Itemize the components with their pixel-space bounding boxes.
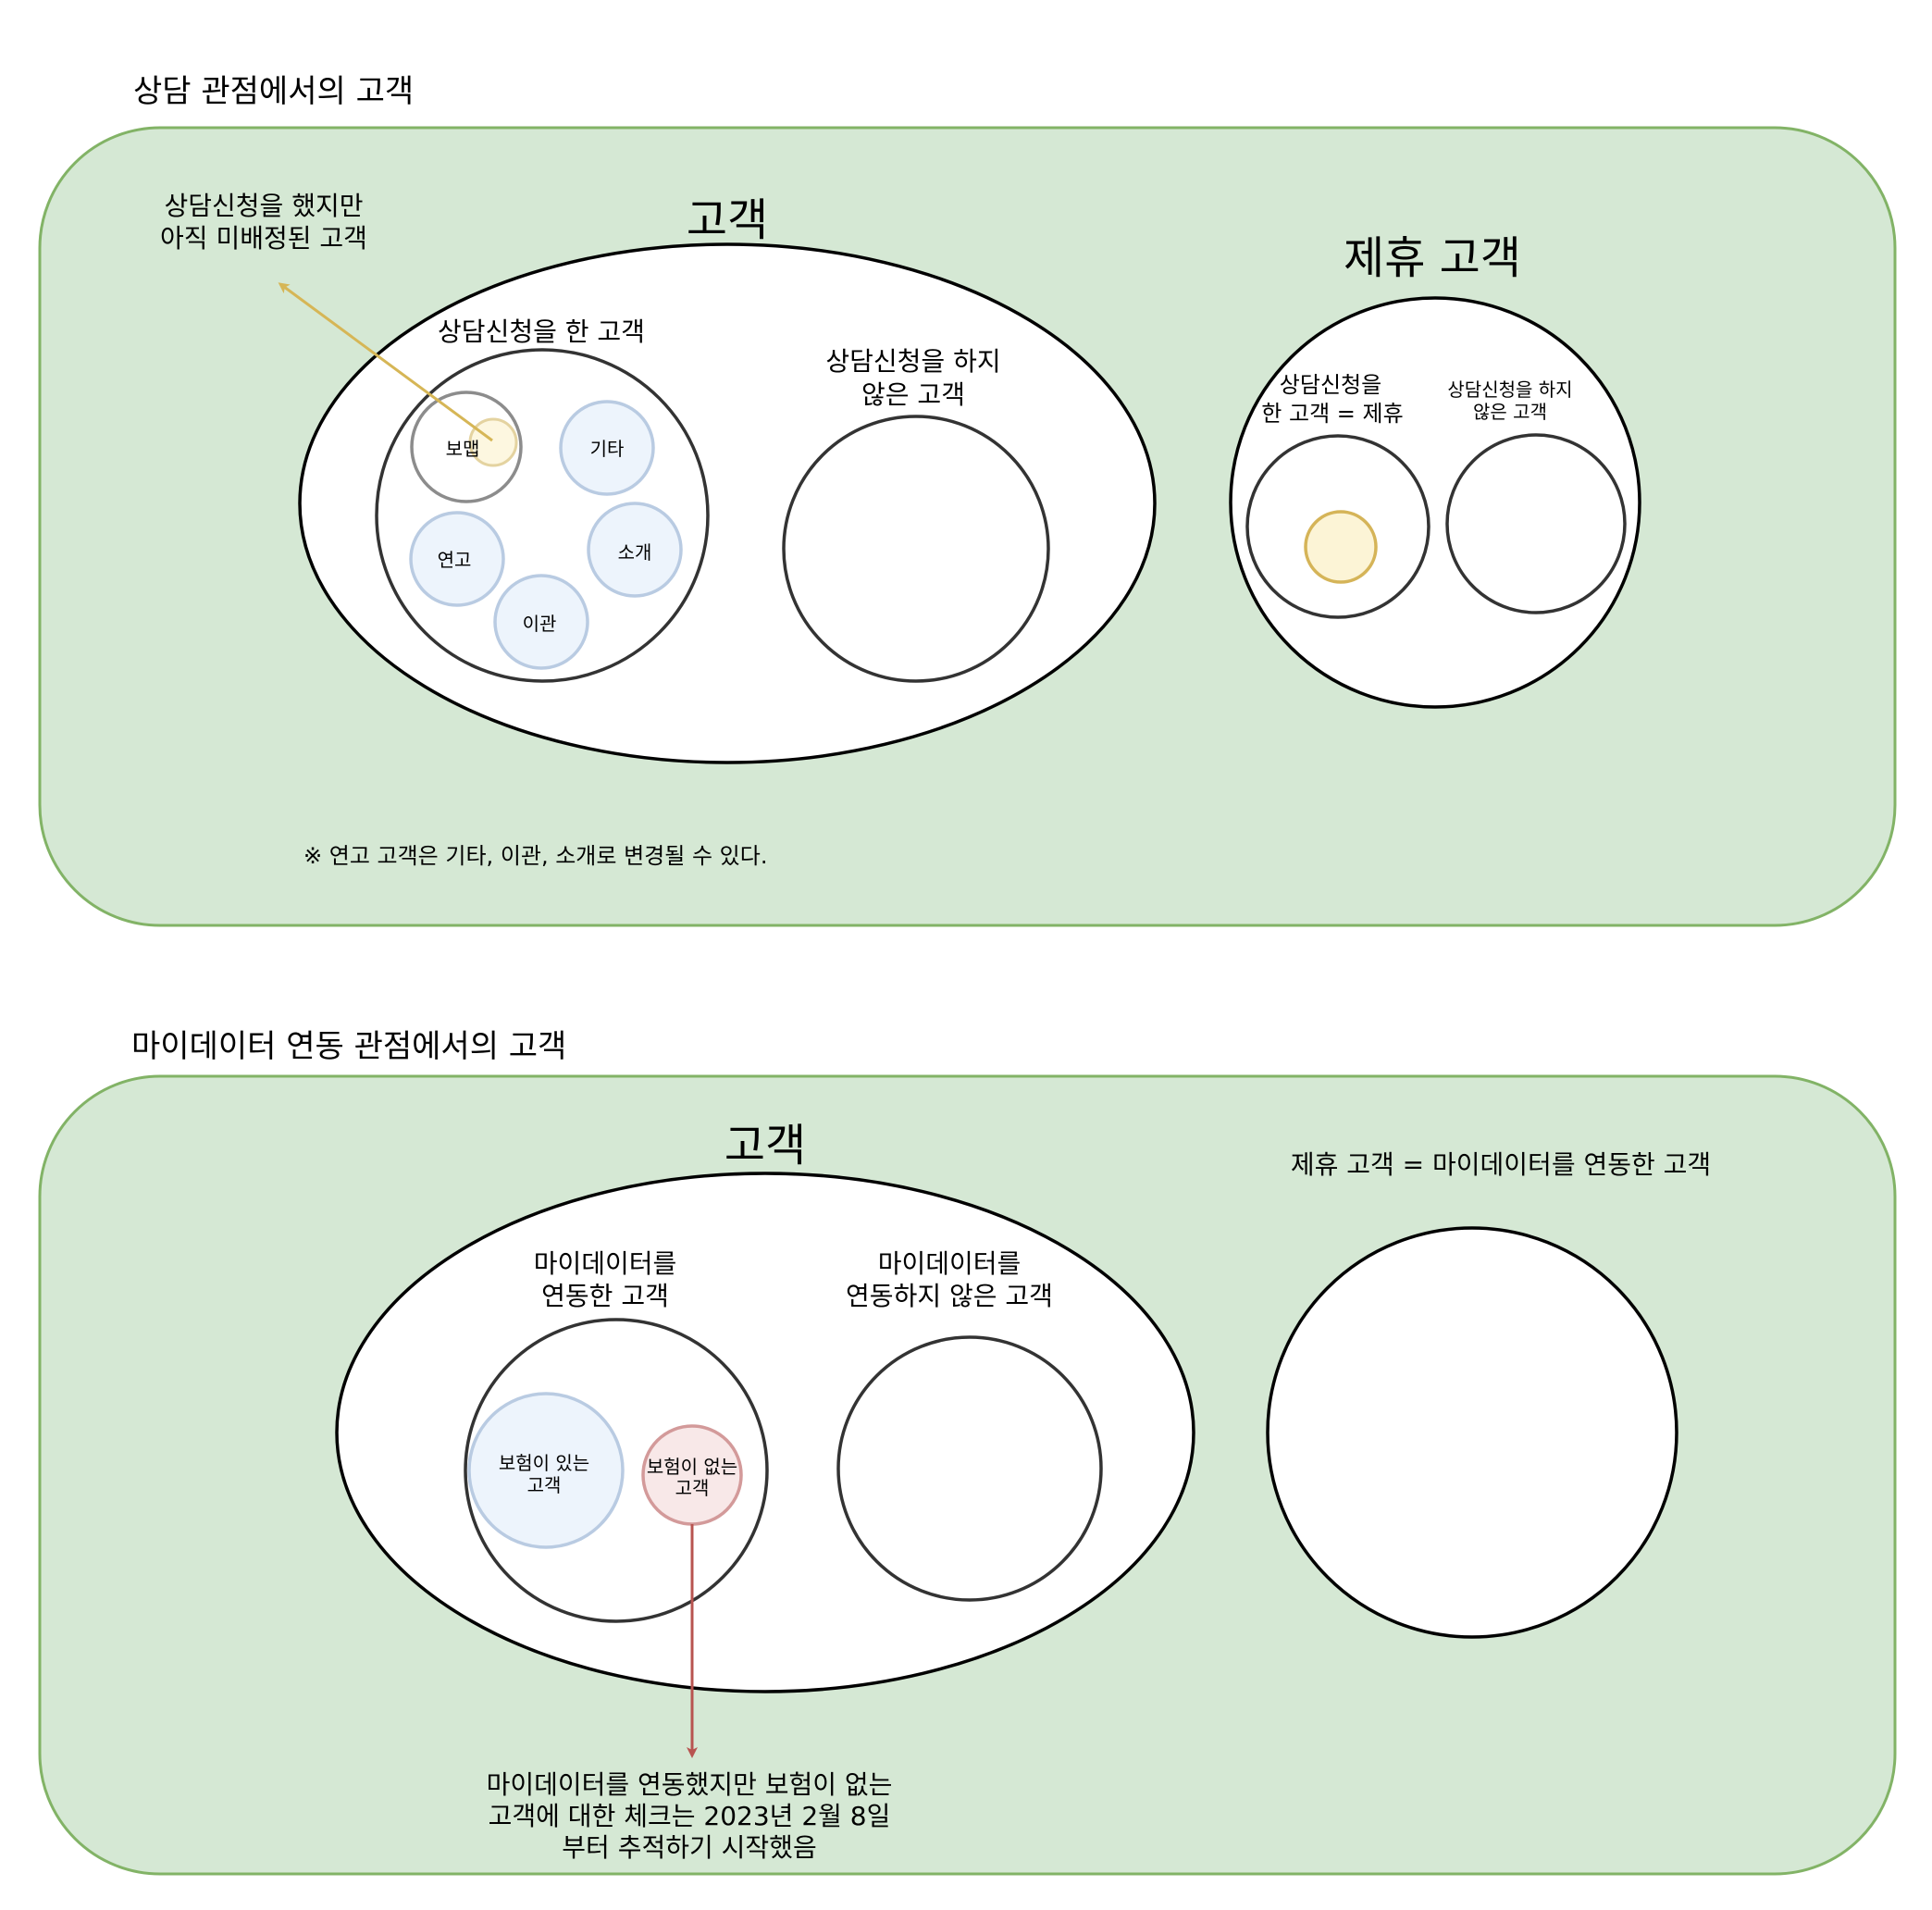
partner-unassigned-dot xyxy=(1304,510,1378,584)
tracking-note-line-3: 부터 추적하기 시작했음 xyxy=(562,1832,816,1863)
mydata-partner-label: 제휴 고객 = 마이데이터를 연동한 고객 xyxy=(1291,1149,1711,1180)
without-insurance-label-line-1: 보험이 없는 xyxy=(647,1456,737,1478)
mydata-partner-circle xyxy=(1266,1226,1678,1639)
unassigned-arrow xyxy=(278,282,493,442)
linked-label-line-2: 연동한 고객 xyxy=(541,1281,669,1311)
partner-not-applied-label-line-1: 상담신청을 하지 xyxy=(1447,378,1572,401)
unassigned-note-line-1: 상담신청을 했지만 xyxy=(165,191,364,221)
partner-title: 제휴 고객 xyxy=(1344,232,1521,284)
partner-applied-label-line-2: 한 고객 = 제휴 xyxy=(1261,401,1403,427)
unassigned-note-line-2: 아직 미배정된 고객 xyxy=(160,223,367,254)
with-insurance-label-line-1: 보험이 있는 xyxy=(499,1452,589,1474)
consult-customer-title: 고객 xyxy=(687,194,768,246)
mydata-section-title: 마이데이터 연동 관점에서의 고객 xyxy=(131,1028,566,1065)
sub-circle-sogae: 소개 xyxy=(587,502,683,598)
partner-not-applied-label-line-2: 않은 고객 xyxy=(1473,401,1547,423)
not-linked-label-line-1: 마이데이터를 xyxy=(878,1248,1022,1279)
sub-circle-other: 기타 xyxy=(559,400,655,496)
not-linked-circle xyxy=(836,1335,1103,1602)
sub-circle-bomaeb: 보맵 xyxy=(410,391,523,503)
bomaeb-label: 보맵 xyxy=(446,438,480,460)
bomaeb-unassigned-dot xyxy=(468,417,518,467)
not-applied-label-line-2: 않은 고객 xyxy=(861,379,965,410)
consult-section: 상담 관점에서의 고객 상담신청을 했지만 아직 미배정된 고객 고객 상담신청… xyxy=(38,73,1897,927)
partner-not-applied-circle xyxy=(1445,433,1627,614)
mydata-customer-title: 고객 xyxy=(724,1120,806,1172)
sub-circle-yeongo: 연고 xyxy=(409,511,505,607)
sogae-label: 소개 xyxy=(618,541,652,564)
consult-section-title: 상담 관점에서의 고객 xyxy=(133,73,414,110)
with-insurance-circle xyxy=(467,1392,625,1549)
consult-footnote: ※ 연고 고객은 기타, 이관, 소개로 변경될 수 있다. xyxy=(303,843,767,869)
with-insurance-label-line-2: 고객 xyxy=(527,1474,562,1496)
without-insurance-label-line-2: 고객 xyxy=(675,1477,710,1499)
igwan-label: 이관 xyxy=(523,613,557,635)
other-label: 기타 xyxy=(590,438,625,460)
igwan-circle xyxy=(493,574,589,670)
applied-customer-label: 상담신청을 한 고객 xyxy=(438,316,645,347)
with-insurance-group: 보험이 있는 고객 xyxy=(467,1392,625,1549)
tracking-note-line-2: 고객에 대한 체크는 2023년 2월 8일 xyxy=(489,1801,891,1831)
not-applied-label-line-1: 상담신청을 하지 xyxy=(825,346,1000,377)
yeongo-circle xyxy=(409,511,505,607)
mydata-section: 마이데이터 연동 관점에서의 고객 고객 마이데이터를 연동한 고객 보험이 있… xyxy=(38,1028,1897,1876)
sub-circle-igwan: 이관 xyxy=(493,574,589,670)
linked-label-line-1: 마이데이터를 xyxy=(534,1248,677,1279)
not-applied-circle xyxy=(782,415,1050,683)
sogae-circle xyxy=(587,502,683,598)
without-insurance-group: 보험이 없는 고객 xyxy=(641,1424,743,1526)
tracking-note-line-1: 마이데이터를 연동했지만 보험이 없는 xyxy=(487,1769,893,1800)
other-circle xyxy=(559,400,655,496)
partner-applied-label-line-1: 상담신청을 xyxy=(1280,372,1381,398)
yeongo-label: 연고 xyxy=(438,549,472,571)
not-linked-label-line-2: 연동하지 않은 고객 xyxy=(846,1281,1053,1311)
